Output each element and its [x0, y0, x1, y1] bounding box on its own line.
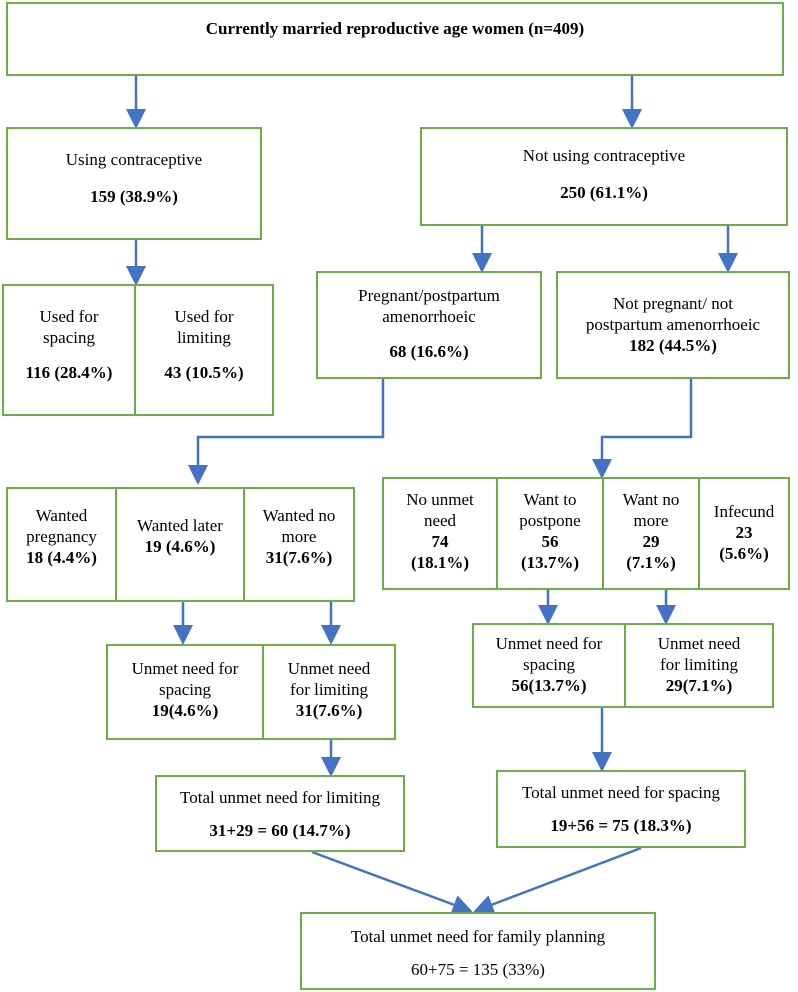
unmet-limiting-right-label-2: for limiting: [660, 655, 738, 674]
wanted-no-more-label-1: Wanted no: [262, 506, 336, 525]
wanted-pregnancy-label-2: pregnancy: [26, 527, 97, 546]
using-contraceptive-box: Using contraceptive 159 (38.9%): [6, 127, 262, 240]
wanted-no-more-label-2: more: [281, 527, 317, 546]
total-limiting-value: 31+29 = 60 (14.7%): [209, 821, 351, 840]
wanted-pregnancy-label-1: Wanted: [35, 506, 88, 525]
root-title: Currently married reproductive age women…: [205, 19, 585, 38]
pregnant-label-1: Pregnant/postpartum: [358, 286, 500, 305]
unmet-spacing-left-label-2: spacing: [159, 680, 211, 699]
arrow-pregnant-to-wanted: [188, 379, 385, 485]
unmet-limiting-left-label-1: Unmet need: [287, 659, 371, 678]
no-unmet-value-1: 74: [431, 532, 449, 551]
no-unmet-label-2: need: [423, 511, 457, 530]
not-pregnant-box: Not pregnant/ not postpartum amenorrhoei…: [556, 271, 790, 379]
wanted-pregnancy-value: 18 (4.4%): [26, 548, 97, 567]
total-fp-label: Total unmet need for family planning: [350, 927, 606, 946]
used-limiting-label-2: limiting: [177, 328, 231, 347]
root-box: Currently married reproductive age women…: [6, 2, 784, 76]
not-using-contraceptive-box: Not using contraceptive 250 (61.1%): [420, 127, 788, 226]
want-to-postpone-box: Want to postpone 56 (13.7%): [496, 477, 604, 590]
no-unmet-value-2: (18.1%): [410, 553, 470, 572]
total-spacing-value: 19+56 = 75 (18.3%): [550, 816, 692, 835]
wanted-later-box: Wanted later 19 (4.6%): [115, 487, 245, 602]
unmet-spacing-right-box: Unmet need for spacing 56(13.7%): [472, 623, 626, 708]
no-unmet-label-1: No unmet: [406, 490, 474, 509]
infecund-value-2: (5.6%): [719, 544, 769, 563]
want-postpone-value-1: 56: [541, 532, 559, 551]
total-spacing-box: Total unmet need for spacing 19+56 = 75 …: [496, 770, 746, 848]
wanted-later-value: 19 (4.6%): [144, 537, 216, 556]
unmet-spacing-left-label-1: Unmet need for: [131, 659, 239, 678]
pregnant-value: 68 (16.6%): [389, 342, 469, 361]
total-limiting-label: Total unmet need for limiting: [180, 788, 380, 807]
unmet-spacing-right-label-2: spacing: [523, 655, 575, 674]
used-limiting-label-1: Used for: [174, 307, 234, 326]
used-for-spacing-box: Used for spacing 116 (28.4%): [2, 284, 136, 416]
used-spacing-label-2: spacing: [43, 328, 95, 347]
used-spacing-value: 116 (28.4%): [25, 363, 113, 382]
arrow-total-limiting-to-fp: [311, 850, 473, 915]
arrow-total-spacing-to-fp: [473, 846, 642, 915]
total-limiting-box: Total unmet need for limiting 31+29 = 60…: [155, 775, 405, 852]
wanted-no-more-value: 31(7.6%): [265, 548, 333, 567]
unmet-limiting-right-label-1: Unmet need: [657, 634, 741, 653]
used-for-limiting-box: Used for limiting 43 (10.5%): [134, 284, 274, 416]
want-no-more-label-2: more: [633, 511, 669, 530]
pregnant-label-2: amenorrhoeic: [382, 307, 476, 326]
infecund-value-1: 23: [735, 523, 753, 542]
want-postpone-label-2: postpone: [519, 511, 581, 530]
total-family-planning-box: Total unmet need for family planning 60+…: [300, 912, 656, 990]
total-fp-value: 60+75 = 135 (33%): [411, 960, 545, 979]
unmet-limiting-left-label-2: for limiting: [290, 680, 368, 699]
no-unmet-need-box: No unmet need 74 (18.1%): [382, 477, 498, 590]
unmet-spacing-right-label-1: Unmet need for: [495, 634, 603, 653]
used-limiting-value: 43 (10.5%): [164, 363, 244, 382]
infecund-box: Infecund 23 (5.6%): [698, 477, 790, 590]
not-using-label: Not using contraceptive: [522, 146, 686, 165]
wanted-later-label: Wanted later: [137, 516, 223, 535]
unmet-spacing-left-value: 19(4.6%): [151, 701, 219, 720]
not-pregnant-label-2: postpartum amenorrhoeic: [585, 315, 761, 334]
arrow-not-pregnant-to-needs: [592, 379, 693, 479]
want-postpone-label-1: Want to: [523, 490, 577, 509]
not-pregnant-label-1: Not pregnant/ not: [613, 294, 733, 313]
not-using-value: 250 (61.1%): [560, 183, 648, 202]
want-no-more-label-1: Want no: [622, 490, 680, 509]
using-label: Using contraceptive: [65, 150, 203, 169]
unmet-spacing-left-box: Unmet need for spacing 19(4.6%): [106, 644, 264, 740]
want-no-more-value-1: 29: [642, 532, 660, 551]
total-spacing-label: Total unmet need for spacing: [521, 783, 721, 802]
unmet-limiting-right-box: Unmet need for limiting 29(7.1%): [624, 623, 774, 708]
unmet-limiting-right-value: 29(7.1%): [665, 676, 733, 695]
not-pregnant-value: 182 (44.5%): [629, 336, 717, 355]
infecund-label: Infecund: [713, 502, 775, 521]
unmet-limiting-left-value: 31(7.6%): [295, 701, 363, 720]
want-no-more-box: Want no more 29 (7.1%): [602, 477, 700, 590]
pregnant-box: Pregnant/postpartum amenorrhoeic 68 (16.…: [316, 271, 542, 379]
wanted-no-more-box: Wanted no more 31(7.6%): [243, 487, 355, 602]
want-postpone-value-2: (13.7%): [520, 553, 580, 572]
used-spacing-label-1: Used for: [39, 307, 99, 326]
want-no-more-value-2: (7.1%): [626, 553, 676, 572]
unmet-spacing-right-value: 56(13.7%): [511, 676, 587, 695]
using-value: 159 (38.9%): [90, 187, 178, 206]
unmet-limiting-left-box: Unmet need for limiting 31(7.6%): [262, 644, 396, 740]
wanted-pregnancy-box: Wanted pregnancy 18 (4.4%): [6, 487, 117, 602]
